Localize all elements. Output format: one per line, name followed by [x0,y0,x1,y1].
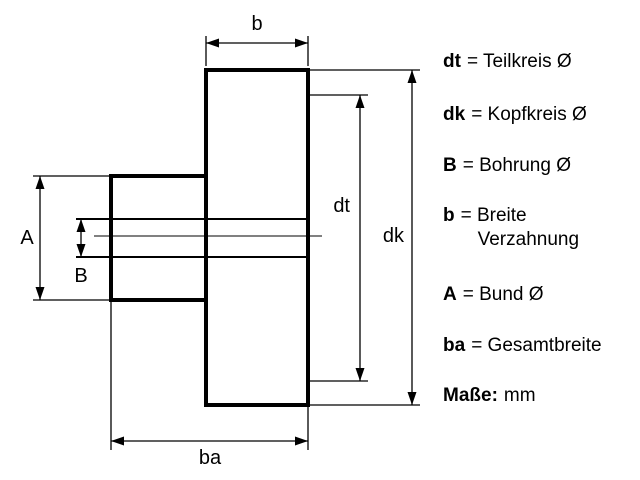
hub-outline [109,174,208,302]
dim-label-a: A [20,227,34,249]
legend-desc: = Bohrung Ø [462,155,572,176]
dim-label-dk: dk [383,225,405,247]
dim-label-ba: ba [199,447,222,469]
legend-symbol: dk [443,104,466,125]
dim-label-bore: B [74,265,87,287]
legend-desc: = Teilkreis Ø [466,51,572,72]
legend-desc-line2: Verzahnung [477,229,580,250]
units-note: Maße: mm [443,384,536,408]
gear-body-outline [204,68,310,407]
legend-symbol: B [443,155,457,176]
legend-item-dk: dk = Kopfkreis Ø [443,103,587,127]
dim-label-b: b [251,13,262,35]
legend-desc: = Kopfkreis Ø [471,104,587,125]
legend-item-b: b = Breite Verzahnung [443,204,579,252]
units-label: Maße: [443,385,498,406]
legend-item-ba: ba = Gesamtbreite [443,334,602,358]
legend-desc: = Gesamtbreite [471,335,602,356]
legend-desc: = Breite [460,205,527,226]
dim-label-dt: dt [333,195,350,217]
legend-item-a: A = Bund Ø [443,283,544,307]
legend-item-dt: dt = Teilkreis Ø [443,50,572,74]
legend-symbol: A [443,284,457,305]
legend-item-bore: B = Bohrung Ø [443,154,571,178]
legend-symbol: b [443,205,455,226]
legend-symbol: dt [443,51,461,72]
legend-symbol: ba [443,335,466,356]
legend-desc: = Bund Ø [462,284,544,305]
units-value: mm [503,385,536,406]
